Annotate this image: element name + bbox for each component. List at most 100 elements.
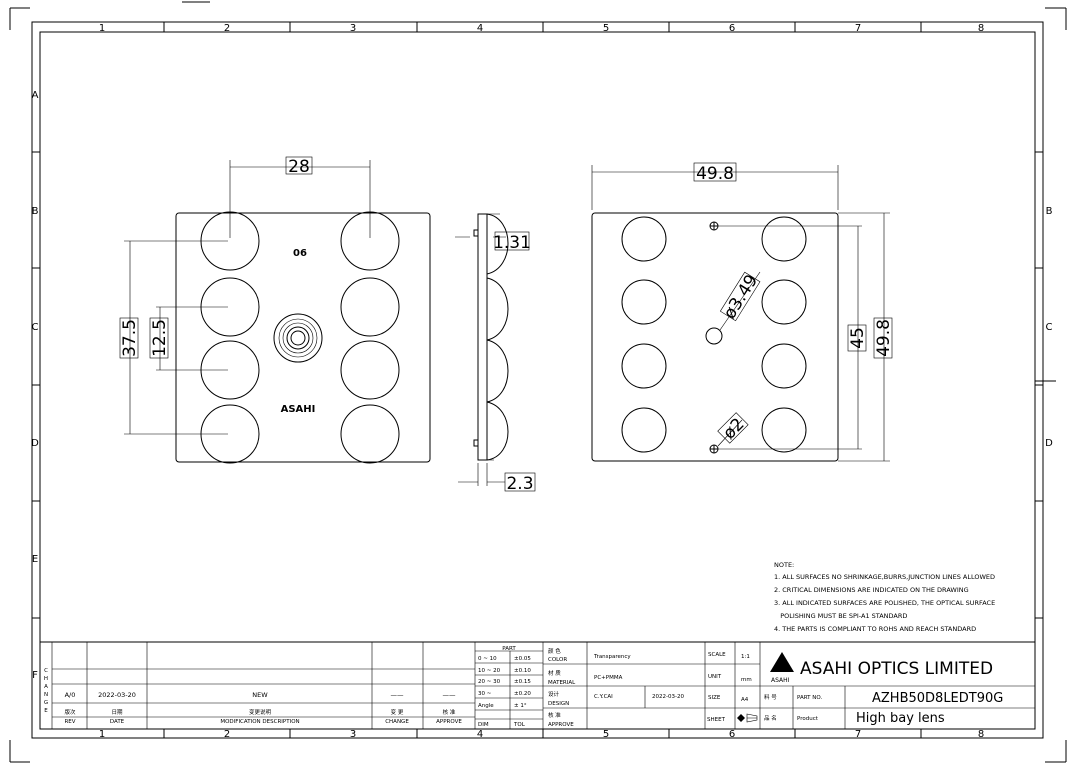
tol-range-1: 0 ~ 10 <box>478 656 497 662</box>
hdr-date: DATE <box>110 719 125 725</box>
back-lens-1 <box>621 216 667 262</box>
sheet-label: SHEET <box>707 717 726 723</box>
dim-front-pitch: 12.5 <box>150 319 170 357</box>
front-lens-8 <box>340 404 400 464</box>
hdr-approve-cn: 核 准 <box>443 708 456 716</box>
tol-range-3: 20 ~ 30 <box>478 679 501 685</box>
row-label-left-F: F <box>32 670 38 681</box>
col-label-top-4: 4 <box>477 23 483 34</box>
rev-value: A/0 <box>65 691 76 699</box>
change-value: —— <box>391 691 405 699</box>
dim-dia-small-box <box>717 412 749 444</box>
tol-range-2: 10 ~ 20 <box>478 668 501 674</box>
row-label-right-B: B <box>1046 206 1053 217</box>
row-label-right-D: D <box>1045 438 1053 449</box>
side-dome-4 <box>486 401 509 461</box>
hdr-mod: MODIFICATION DESCRIPTION <box>220 719 299 725</box>
back-center-hole <box>705 327 723 345</box>
dim-side-top: 1.31 <box>493 233 531 253</box>
hdr-rev: REV <box>64 719 75 725</box>
note-line-4: POLISHING MUST BE SPI-A1 STANDARD <box>774 612 907 620</box>
back-view: 49.8 45 49.8 ø3.49 ø2 <box>591 162 894 462</box>
col-label-bottom-2: 2 <box>224 729 230 740</box>
side-dome-3 <box>486 339 509 403</box>
color-label: COLOR <box>548 657 567 663</box>
note-line-1: 1. ALL SURFACES NO SHRINKAGE,BURRS,JUNCT… <box>774 573 995 581</box>
unit-label: UNIT <box>708 674 722 680</box>
dim-12-5-box <box>149 317 169 359</box>
approve-value: —— <box>443 691 457 699</box>
change-vertical-g: G <box>44 700 48 706</box>
row-label-left-A: A <box>32 90 39 101</box>
unit-value: mm <box>741 677 752 683</box>
col-label-bottom-1: 1 <box>99 729 105 740</box>
design-label: DESIGN <box>548 701 569 707</box>
col-label-bottom-3: 3 <box>350 729 356 740</box>
drawing-notes: NOTE: 1. ALL SURFACES NO SHRINKAGE,BURRS… <box>774 561 995 633</box>
size-label: SIZE <box>708 695 721 701</box>
col-label-top-7: 7 <box>855 23 861 34</box>
design-value: C.Y.CAI <box>594 694 613 700</box>
back-view-outline <box>591 212 839 462</box>
dim-front-width: 28 <box>288 157 310 177</box>
side-dome-1 <box>486 213 509 275</box>
title-block-border <box>39 641 1036 730</box>
color-value: Transparency <box>593 654 631 660</box>
logo-small-text: ASAHI <box>771 677 790 684</box>
tol-value-4: ±0.20 <box>514 691 531 697</box>
col-label-top-5: 5 <box>603 23 609 34</box>
projection-symbol-icon <box>737 713 758 723</box>
change-vertical-e: E <box>44 708 48 714</box>
row-label-left-C: C <box>32 322 39 333</box>
center-gate-mark <box>273 313 323 363</box>
col-label-bottom-4: 4 <box>477 729 483 740</box>
dim-2-3-box <box>504 472 536 492</box>
back-pin-bottom <box>709 444 719 454</box>
part-no-cn: 料 号 <box>764 693 777 701</box>
dim-back-dia-small: ø2 <box>719 414 748 443</box>
back-lens-7 <box>761 343 807 389</box>
change-vertical-a: A <box>44 684 48 690</box>
dim-back-height: 49.8 <box>874 319 894 357</box>
part-header: PART <box>502 646 516 652</box>
asahi-logo: ASAHI <box>770 652 794 684</box>
hdr-approve: APPROVE <box>436 719 462 725</box>
dim-front-height: 37.5 <box>120 319 140 357</box>
material-label: MATERIAL <box>548 680 576 686</box>
approve2-cn: 核 准 <box>548 711 561 719</box>
back-lens-5 <box>761 216 807 262</box>
dim-dia-large-box <box>719 271 761 322</box>
approve2-label: APPROVE <box>548 722 574 728</box>
col-label-bottom-7: 7 <box>855 729 861 740</box>
part-no-label: PART NO. <box>797 695 822 701</box>
back-lens-4 <box>621 407 667 453</box>
row-label-left-E: E <box>32 554 38 565</box>
hdr-rev-cn: 版次 <box>64 708 76 716</box>
back-pin-top <box>709 221 719 231</box>
size-value: A4 <box>741 697 749 703</box>
row-label-right-C: C <box>1046 322 1053 333</box>
front-code-text: 06 <box>293 248 307 259</box>
dim-back-hole-pitch: 45 <box>848 327 868 349</box>
dim-45-box <box>847 324 867 352</box>
tol-label: TOL <box>513 722 526 728</box>
note-line-3: 3. ALL INDICATED SURFACES ARE POLISHED, … <box>774 599 995 607</box>
dim-37-5-box <box>119 317 139 359</box>
side-dome-2 <box>486 277 509 341</box>
row-zone-markers: A B C D E F B C D <box>31 90 1056 681</box>
dim-49-8-right-box <box>873 317 893 359</box>
change-vertical-n: N <box>44 692 48 698</box>
col-label-bottom-6: 6 <box>729 729 735 740</box>
front-brand-text: ASAHI <box>281 404 316 415</box>
part-no-value: AZHB50D8LEDT90G <box>872 691 1003 706</box>
col-label-top-3: 3 <box>350 23 356 34</box>
mod-value: NEW <box>252 691 268 699</box>
dim-1-31-box <box>494 231 530 251</box>
hdr-date-cn: 日期 <box>111 709 123 716</box>
side-view: 1.31 2.3 <box>455 213 536 494</box>
col-label-top-2: 2 <box>224 23 230 34</box>
scale-value: 1:1 <box>741 654 750 660</box>
design-cn: 设计 <box>548 690 560 698</box>
design-date: 2022-03-20 <box>652 694 684 700</box>
row-label-left-B: B <box>32 206 39 217</box>
